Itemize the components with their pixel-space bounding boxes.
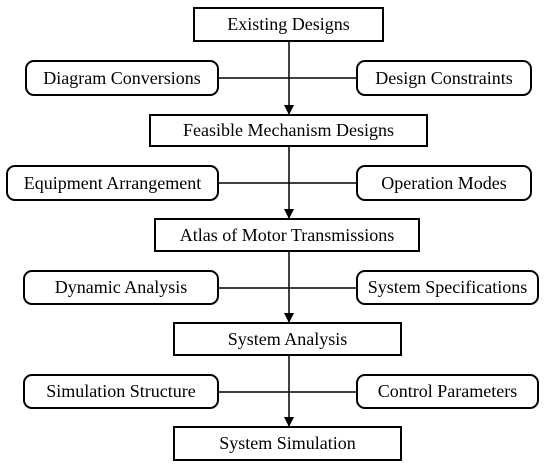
stage-atlas-of-motor-transmissions: Atlas of Motor Transmissions (154, 218, 420, 252)
input-dynamic-analysis: Dynamic Analysis (23, 270, 219, 305)
input-system-specifications: System Specifications (356, 270, 539, 305)
stage-system-analysis: System Analysis (173, 322, 402, 356)
input-simulation-structure: Simulation Structure (23, 374, 219, 409)
input-control-parameters: Control Parameters (356, 374, 539, 409)
input-equipment-arrangement: Equipment Arrangement (6, 165, 219, 201)
input-diagram-conversions: Diagram Conversions (25, 60, 219, 96)
input-operation-modes: Operation Modes (356, 165, 532, 201)
input-design-constraints: Design Constraints (356, 60, 532, 96)
stage-feasible-mechanism-designs: Feasible Mechanism Designs (149, 114, 428, 147)
stage-existing-designs: Existing Designs (193, 7, 384, 42)
stage-system-simulation: System Simulation (173, 426, 402, 461)
